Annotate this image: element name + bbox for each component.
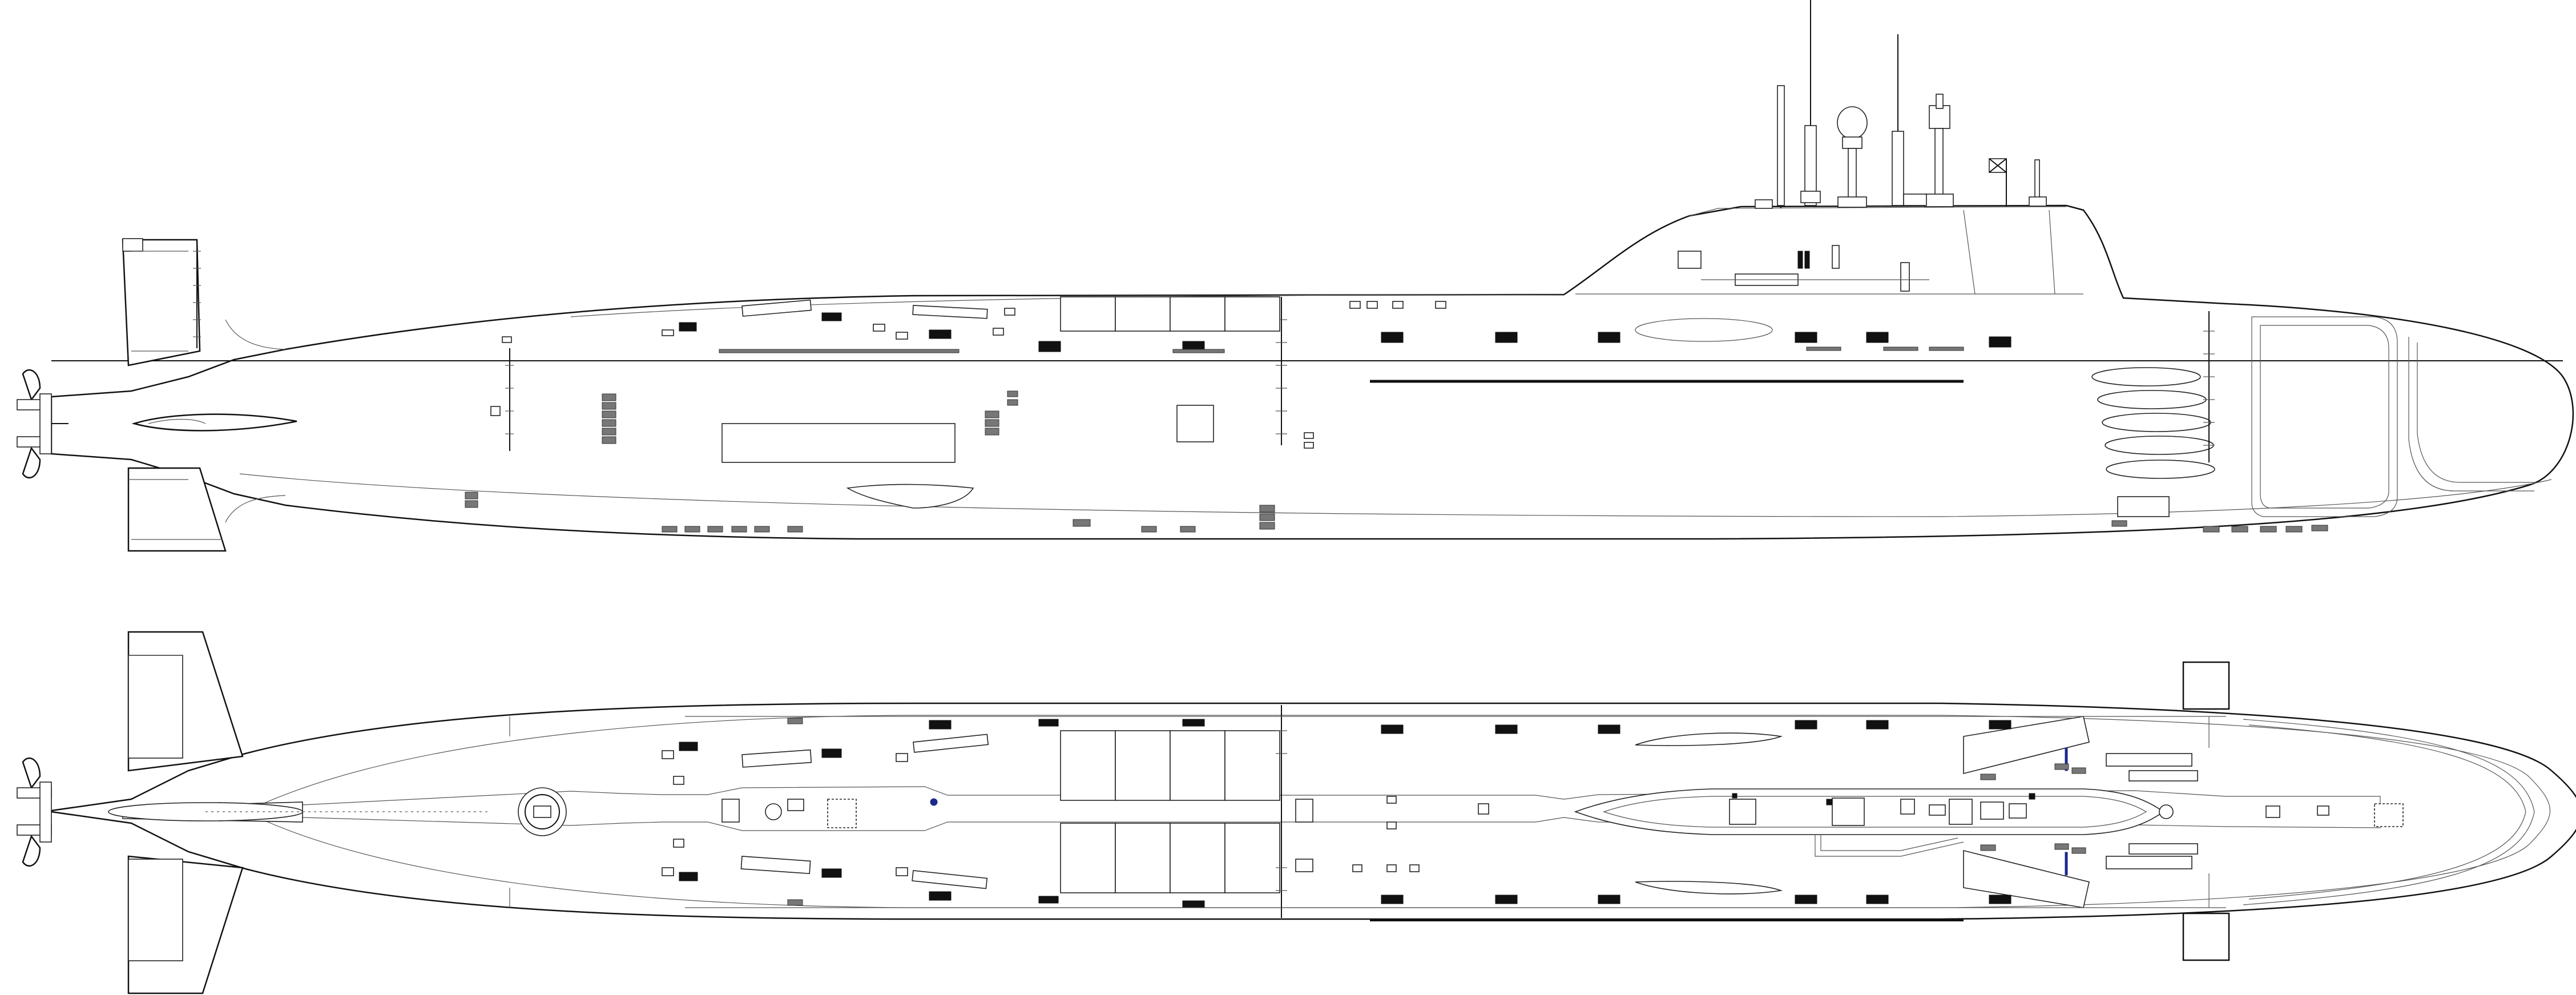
sail-fairing-ellipse — [1635, 318, 1773, 342]
plan-grey-patches — [787, 718, 2086, 906]
sail-outline — [1689, 206, 2067, 216]
bow-frame-2 — [2260, 325, 2389, 509]
sail-inner — [1963, 210, 1976, 295]
lower-fin-fairing — [225, 495, 286, 523]
plan-deck-panels-lower — [1060, 823, 1280, 893]
sail-inner-2 — [2049, 210, 2055, 295]
upper-rudder — [122, 239, 201, 366]
bow-plane-fin-lower — [2182, 912, 2230, 961]
plan-inner-outline — [245, 715, 2550, 908]
side-square-hatch — [1176, 405, 1214, 442]
plan-propeller — [17, 757, 52, 867]
plan-deck-panels-upper — [1060, 730, 1280, 801]
side-fairing-lens — [846, 484, 974, 509]
masts-group — [1755, 0, 2047, 209]
draught-scale-fwd — [2203, 311, 2215, 462]
side-profile-view — [17, 0, 2574, 552]
lower-rudder — [127, 467, 227, 552]
side-forward-box — [2117, 496, 2170, 517]
upper-fin-fairing — [225, 319, 286, 350]
plan-dark-hatches — [679, 719, 2011, 908]
plan-mid-scale — [1276, 705, 1287, 918]
side-grey-patches — [465, 390, 2328, 533]
side-lower-curve — [239, 473, 2552, 517]
side-small-fittings — [490, 301, 1446, 449]
plan-bow-plane-upper — [1963, 716, 2090, 775]
plan-upper-canoe — [1635, 732, 1783, 746]
plan-sail-outline — [1574, 788, 2164, 835]
bow-sonar-rings — [2091, 367, 2215, 479]
side-hull-outline — [50, 204, 2574, 540]
draught-scale-mid — [1276, 297, 1287, 445]
plan-hull-outline — [50, 702, 2576, 920]
upper-rudder-cap — [122, 238, 143, 252]
bow-plane-fin-upper — [2182, 661, 2230, 710]
plan-small-fittings — [662, 750, 2404, 876]
bow-frame-3 — [2408, 337, 2534, 492]
radar-dome — [1837, 106, 1868, 139]
top-plan-view — [17, 631, 2576, 994]
side-hatch-panel — [721, 423, 956, 463]
plan-bow-plane-lower — [1963, 849, 2090, 908]
draught-scale-aft — [505, 348, 514, 451]
side-propeller — [17, 369, 68, 479]
plan-lower-canoe — [1635, 881, 1783, 895]
draught-scale-stern — [193, 243, 201, 348]
plan-central-deck — [119, 786, 2381, 831]
side-stabilizer — [131, 413, 297, 432]
naval-flag — [1989, 158, 2007, 207]
bow-frame-1 — [2251, 316, 2398, 517]
